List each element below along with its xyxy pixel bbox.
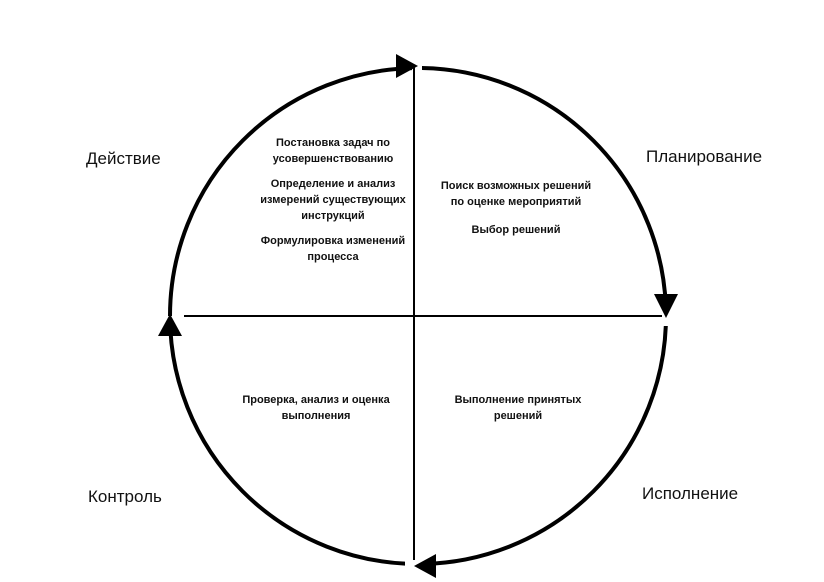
quadrant-item: Выбор решений — [471, 224, 561, 236]
phase-label-control: Контроль — [88, 487, 162, 506]
quadrant-execution-text: Выполнение принятых решений — [443, 392, 593, 424]
quadrant-action-text: Постановка задач по усовершенствованию О… — [252, 135, 414, 265]
quadrant-item: Постановка задач по усовершенствованию — [272, 137, 394, 165]
phase-label-planning: Планирование — [646, 147, 763, 166]
quadrant-item: Выполнение принятых решений — [454, 394, 582, 422]
arrow-left-icon — [414, 554, 436, 578]
quadrant-planning-text: Поиск возможных решений по оценке меропр… — [436, 178, 596, 238]
quadrant-item: Формулировка изменений процесса — [260, 235, 406, 263]
arrow-up-icon — [158, 314, 182, 336]
quadrant-item: Определение и анализ измерений существую… — [260, 178, 406, 222]
arrow-down-icon — [654, 294, 678, 318]
phase-label-execution: Исполнение — [642, 484, 739, 503]
quadrant-item: Поиск возможных решений по оценке меропр… — [440, 180, 592, 208]
phase-label-action: Действие — [86, 149, 161, 168]
quadrant-item: Проверка, анализ и оценка выполнения — [242, 394, 390, 422]
quadrant-control-text: Проверка, анализ и оценка выполнения — [236, 392, 396, 424]
arrow-right-icon — [396, 54, 418, 78]
